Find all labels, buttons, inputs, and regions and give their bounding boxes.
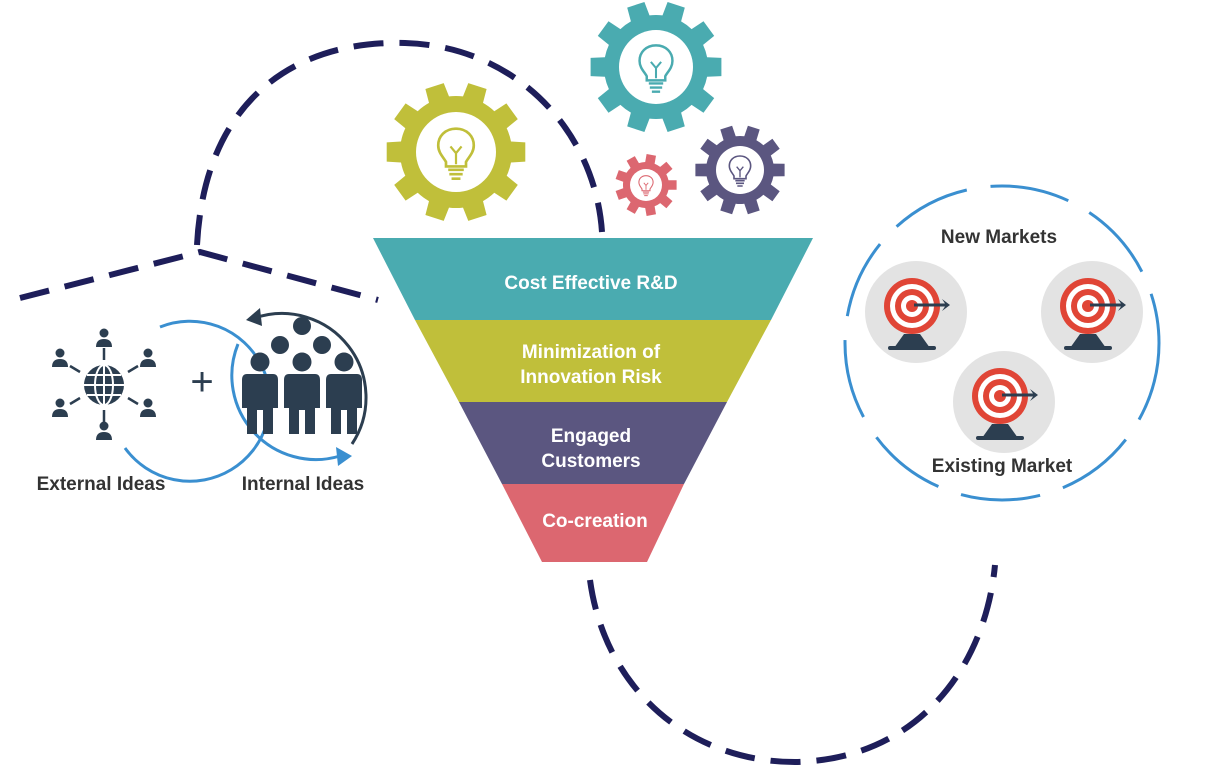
gear-purple-icon bbox=[695, 125, 785, 215]
external-ideas-label: External Ideas bbox=[37, 474, 166, 495]
funnel-stage-3-line-2: Customers bbox=[541, 451, 640, 472]
funnel-stage-4-line-1: Co-creation bbox=[542, 511, 648, 532]
network-people-icon bbox=[52, 328, 156, 440]
funnel-stage-2 bbox=[415, 320, 771, 402]
funnel-stage-1 bbox=[373, 238, 813, 320]
gear-olive-icon bbox=[386, 83, 526, 221]
internal-ideas-group: Internal Ideas bbox=[230, 308, 368, 495]
internal-cycle-arrow-dark bbox=[246, 308, 262, 326]
internal-ideas-label: Internal Ideas bbox=[242, 474, 365, 495]
internal-cycle-arrow-blue bbox=[336, 447, 352, 466]
gears-group bbox=[386, 2, 785, 221]
new-markets-label: New Markets bbox=[941, 227, 1057, 248]
funnel-stage-3 bbox=[459, 402, 727, 484]
team-people-icon bbox=[242, 317, 362, 434]
existing-market-label: Existing Market bbox=[932, 456, 1073, 477]
funnel-stage-4 bbox=[502, 484, 684, 562]
external-ideas-group: External Ideas bbox=[37, 319, 272, 495]
funnel-stage-3-line-1: Engaged bbox=[551, 426, 631, 447]
gear-teal-icon bbox=[590, 2, 722, 132]
markets-group: New Markets Existing Market bbox=[843, 184, 1161, 502]
dashed-connector-path bbox=[19, 39, 998, 766]
gear-pink-icon bbox=[615, 154, 677, 216]
funnel-stage-2-line-1: Minimization of bbox=[522, 342, 661, 363]
internal-cycle-ring-dark bbox=[254, 312, 368, 445]
plus-sign: + bbox=[190, 360, 213, 404]
markets-dashed-ring bbox=[843, 184, 1161, 502]
funnel-stage-2-line-2: Innovation Risk bbox=[520, 367, 662, 388]
funnel-stage-1-line-1: Cost Effective R&D bbox=[504, 273, 677, 294]
innovation-funnel: Cost Effective R&D Minimization of Innov… bbox=[373, 238, 813, 562]
